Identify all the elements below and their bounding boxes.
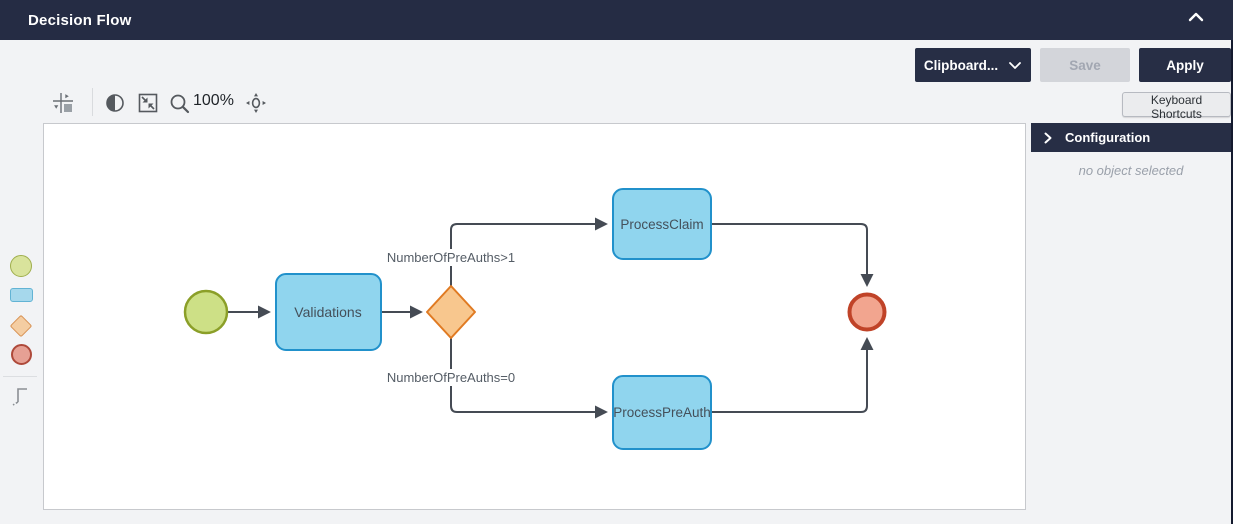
node-process-pre-auth[interactable]: ProcessPreAuth [612,375,712,450]
actions-toolbar: Clipboard... Save Apply [0,40,1231,86]
right-edge-strip [1231,40,1233,524]
palette-gateway[interactable] [0,314,42,338]
node-start-event[interactable] [183,289,229,335]
palette-task[interactable] [0,288,42,302]
edge-label-claim-branch[interactable]: NumberOfPreAuths>1 [387,250,515,265]
node-validations-label: Validations [294,304,361,320]
canvas-toolbar: 100% Keyboard Shortcuts [0,86,1231,123]
edge-processpreauth-to-end[interactable] [711,337,874,413]
edge-gateway-to-processclaim[interactable] [450,217,608,286]
shape-palette [0,123,42,524]
zoom-level: 100% [193,92,234,109]
chevron-down-icon [1009,61,1022,69]
configuration-panel: Configuration no object selected [1031,123,1231,524]
configuration-title: Configuration [1065,130,1151,145]
zoom-icon[interactable] [166,90,192,116]
chevron-right-icon [1044,132,1052,143]
node-process-claim[interactable]: ProcessClaim [612,188,712,260]
fit-screen-icon[interactable] [135,90,161,116]
node-process-claim-label: ProcessClaim [620,217,703,232]
configuration-header[interactable]: Configuration [1031,123,1231,152]
palette-connector-tool[interactable] [0,385,42,407]
contrast-icon[interactable] [102,90,128,116]
palette-end-event[interactable] [0,344,42,365]
edge-processclaim-to-end[interactable] [711,223,874,287]
palette-start-event[interactable] [0,255,42,277]
node-gateway[interactable] [426,285,476,339]
palette-divider [3,376,37,377]
app-header: Decision Flow [0,0,1233,40]
diagram-canvas[interactable]: NumberOfPreAuths>1 NumberOfPreAuths=0 Va… [43,123,1026,510]
page-title: Decision Flow [28,11,132,29]
node-end-event[interactable] [847,292,887,332]
clipboard-dropdown-button[interactable]: Clipboard... [915,48,1031,82]
pan-origin-icon[interactable] [243,90,269,116]
edge-label-preauth-branch[interactable]: NumberOfPreAuths=0 [387,370,515,385]
clipboard-dropdown-label: Clipboard... [923,57,999,73]
chevron-up-icon[interactable] [1187,11,1205,23]
toolbar-divider [92,88,93,116]
diagram-edges [227,217,874,419]
end-event-icon [10,344,32,365]
no-selection-message: no object selected [1078,163,1184,178]
task-icon [9,288,33,302]
apply-button[interactable]: Apply [1139,48,1231,82]
gateway-icon [9,314,33,338]
edge-labels: NumberOfPreAuths>1 NumberOfPreAuths=0 [384,249,518,386]
node-validations[interactable]: Validations [275,273,382,351]
edge-gateway-to-processpreauth[interactable] [450,338,608,419]
keyboard-shortcuts-button[interactable]: Keyboard Shortcuts [1122,92,1231,121]
node-process-pre-auth-label: ProcessPreAuth [613,405,711,420]
connector-icon [12,388,27,406]
decision-flow-diagram: NumberOfPreAuths>1 NumberOfPreAuths=0 Va… [183,188,887,450]
save-button[interactable]: Save [1040,48,1130,82]
start-event-icon [10,255,32,277]
edge-label-bg [384,249,518,266]
snap-align-icon[interactable] [50,90,76,116]
edge-label-bg [384,369,518,386]
